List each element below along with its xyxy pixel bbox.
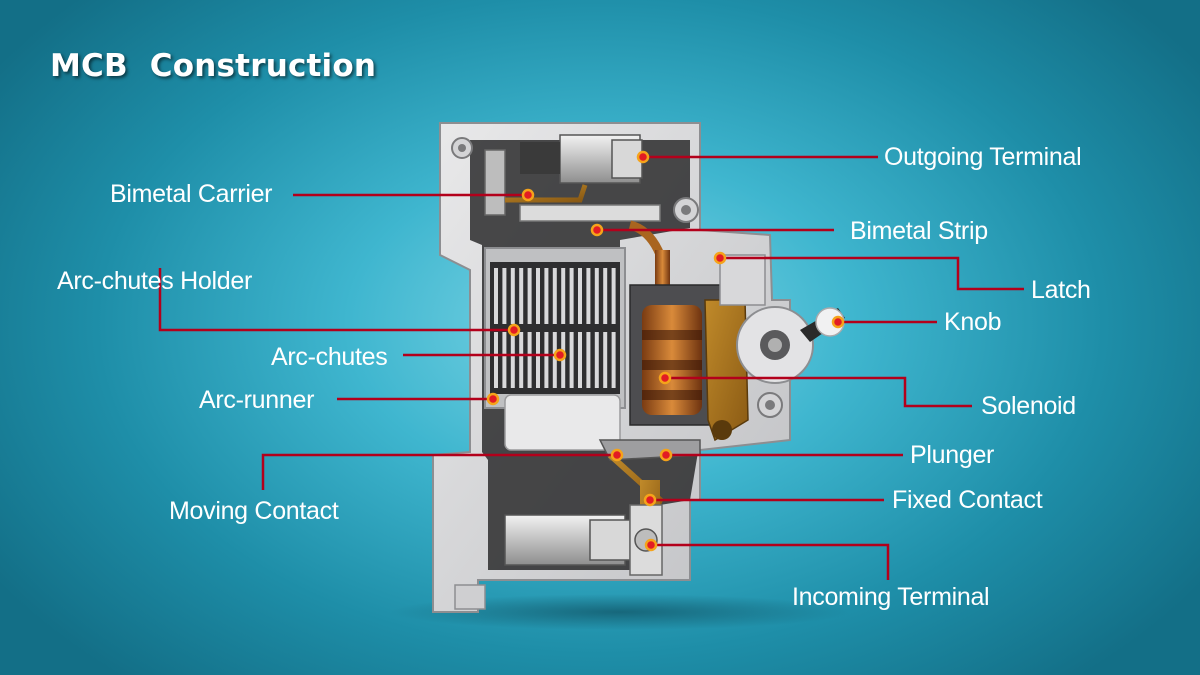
arc-chute-plate	[536, 332, 540, 388]
label-latch: Latch	[1031, 276, 1091, 305]
arc-chute-plate	[511, 268, 515, 324]
arc-chute-plate	[553, 268, 557, 324]
label-bimetal-strip: Bimetal Strip	[850, 217, 988, 246]
arc-chute-plate	[595, 268, 599, 324]
arc-chute-plate	[528, 268, 532, 324]
arc-chute-plate	[519, 268, 523, 324]
label-bimetal-carrier: Bimetal Carrier	[110, 180, 272, 209]
label-arc-runner: Arc-runner	[199, 386, 314, 415]
arc-chute-plate	[603, 268, 607, 324]
arc-chute-plate	[544, 268, 548, 324]
arc-chute-plate	[561, 268, 565, 324]
callout-dot-arc-runner	[488, 394, 498, 404]
arc-chute-plate	[603, 332, 607, 388]
label-fixed-contact: Fixed Contact	[892, 486, 1042, 515]
label-plunger: Plunger	[910, 441, 994, 470]
label-knob: Knob	[944, 308, 1001, 337]
label-incoming-terminal: Incoming Terminal	[792, 583, 989, 612]
label-solenoid: Solenoid	[981, 392, 1076, 421]
arc-chute-plate	[511, 332, 515, 388]
arc-chute-plate	[553, 332, 557, 388]
arc-chute-plate	[536, 268, 540, 324]
callout-dot-solenoid	[660, 373, 670, 383]
arc-chutes-stack	[485, 248, 625, 450]
label-arc-chutes-holder: Arc-chutes Holder	[57, 267, 252, 296]
callout-dot-moving-contact	[612, 450, 622, 460]
arc-chute-plate	[494, 268, 498, 324]
arc-chute-plate	[528, 332, 532, 388]
callout-dot-arc-chutes-holder	[509, 325, 519, 335]
callout-dot-fixed-contact	[645, 495, 655, 505]
callout-dot-outgoing-terminal	[638, 152, 648, 162]
label-arc-chutes: Arc-chutes	[271, 343, 387, 372]
label-outgoing-terminal: Outgoing Terminal	[884, 143, 1081, 172]
arc-chute-plate	[544, 332, 548, 388]
arc-chute-plate	[578, 332, 582, 388]
callout-dot-knob	[833, 317, 843, 327]
page-title: MCB Construction	[50, 48, 376, 84]
callout-dot-plunger	[661, 450, 671, 460]
arc-chute-plate	[595, 332, 599, 388]
callout-dot-arc-chutes	[555, 350, 565, 360]
arc-chute-plate	[570, 268, 574, 324]
arc-chute-plate	[578, 268, 582, 324]
incoming-terminal-assembly	[505, 505, 662, 575]
callout-dot-bimetal-strip	[592, 225, 602, 235]
arc-chute-plate	[586, 332, 590, 388]
callout-dot-bimetal-carrier	[523, 190, 533, 200]
arc-chute-plate	[494, 332, 498, 388]
arc-chute-plate	[612, 268, 616, 324]
arc-chute-plate	[570, 332, 574, 388]
callout-dot-incoming-terminal	[646, 540, 656, 550]
arc-chute-plate	[502, 268, 506, 324]
solenoid-assembly	[630, 285, 748, 440]
arc-chute-plate	[519, 332, 523, 388]
callout-dot-latch	[715, 253, 725, 263]
label-moving-contact: Moving Contact	[169, 497, 339, 526]
arc-chute-plate	[586, 268, 590, 324]
arc-chute-plate	[612, 332, 616, 388]
arc-chute-plate	[502, 332, 506, 388]
